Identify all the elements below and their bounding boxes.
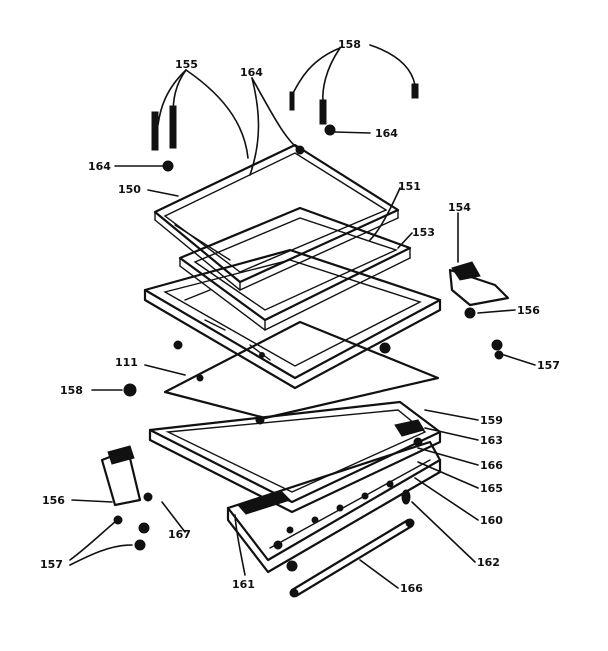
label-158: 158 <box>60 384 83 397</box>
label-111: 111 <box>115 356 138 369</box>
label-164: 164 <box>88 160 111 173</box>
label-157: 157 <box>40 558 63 571</box>
outer-door-base <box>226 419 442 574</box>
label-158: 158 <box>338 38 361 51</box>
inner-door-panel <box>143 248 442 390</box>
label-161: 161 <box>232 578 255 591</box>
label-164: 164 <box>375 127 398 140</box>
door-frame <box>148 400 442 514</box>
label-167: 167 <box>168 528 191 541</box>
label-160: 160 <box>480 514 503 527</box>
label-166: 166 <box>480 459 503 472</box>
left-hinge <box>100 445 153 551</box>
label-150: 150 <box>118 183 141 196</box>
label-159: 159 <box>480 414 503 427</box>
label-157: 157 <box>537 359 560 372</box>
label-164: 164 <box>240 66 263 79</box>
label-163: 163 <box>480 434 503 447</box>
insulation-plate <box>163 320 440 425</box>
label-154: 154 <box>448 201 471 214</box>
part-labels: 155 158 164 164 164 150 151 153 154 156 … <box>40 38 560 595</box>
label-156: 156 <box>42 494 65 507</box>
label-165: 165 <box>480 482 503 495</box>
gasket-frame <box>178 206 412 331</box>
leader-lines <box>69 44 536 589</box>
label-156: 156 <box>517 304 540 317</box>
label-153: 153 <box>412 226 435 239</box>
label-155: 155 <box>175 58 198 71</box>
label-162: 162 <box>477 556 500 569</box>
door-handle-bar <box>286 489 415 598</box>
label-151: 151 <box>398 180 421 193</box>
right-hinge <box>448 261 510 360</box>
label-166: 166 <box>400 582 423 595</box>
